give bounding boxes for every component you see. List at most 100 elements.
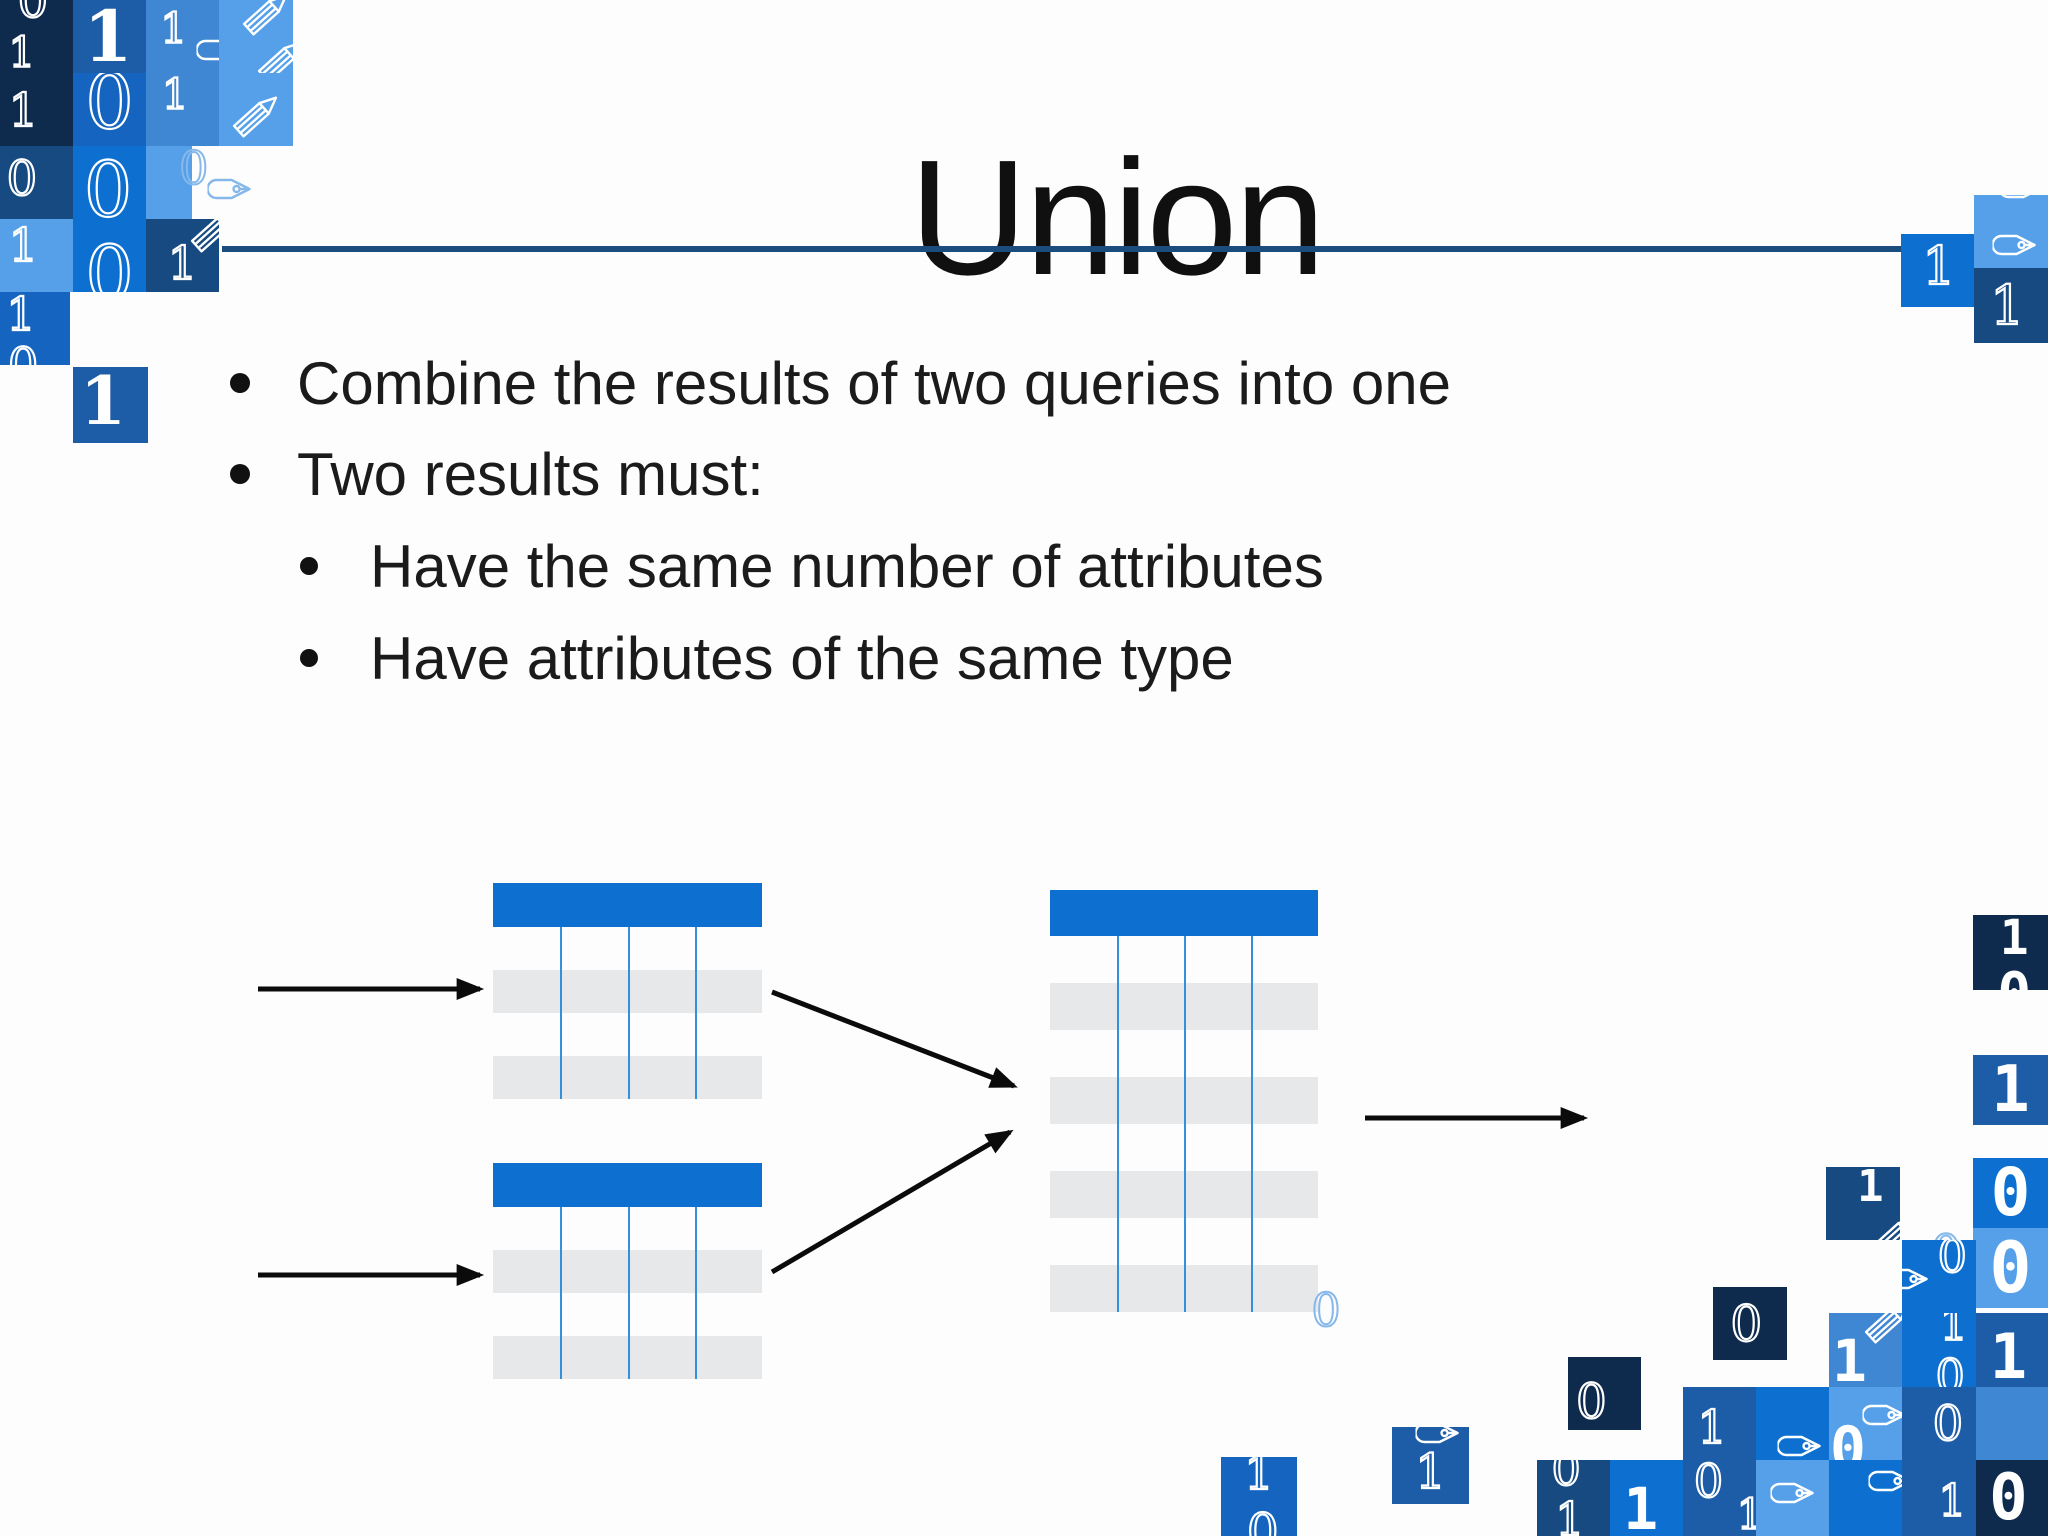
mosaic-tile: 0	[73, 219, 146, 292]
mosaic-tile: 1	[1826, 1167, 1900, 1240]
pencil-icon	[1845, 1313, 1902, 1354]
bullet-text: Combine the results of two queries into …	[297, 349, 1451, 417]
binary-digit: 1	[161, 73, 190, 119]
input-table-top	[493, 883, 762, 1099]
mosaic-tile: 1	[146, 0, 219, 73]
mosaic-tile: 1	[1683, 1387, 1756, 1460]
table-column-line	[560, 1207, 562, 1379]
binary-digit: 0	[6, 150, 39, 207]
pen-nib-icon	[1407, 1427, 1462, 1450]
binary-digit: 1	[1921, 236, 1956, 297]
mosaic-tile: 1	[146, 219, 219, 292]
bullet-text: Two results must:	[297, 440, 764, 508]
mosaic-tile	[219, 0, 293, 73]
pen-nib-icon	[1902, 1250, 1931, 1296]
binary-digit: 1	[8, 82, 40, 137]
bullet-item-1: Combine the results of two queries into …	[230, 345, 1451, 421]
binary-digit: 0	[1829, 1414, 1867, 1460]
arrow-top-to-result	[771, 989, 1018, 1089]
table-row	[493, 1250, 762, 1293]
mosaic-tile: 0	[1300, 1282, 1352, 1338]
pen-nib-icon	[188, 21, 219, 67]
binary-digit: 0	[178, 141, 209, 195]
mosaic-tile: 0	[1973, 1228, 2048, 1308]
table-row	[493, 1056, 762, 1099]
mosaic-tile: 1	[1902, 1460, 1976, 1536]
binary-digit: 0	[83, 146, 134, 219]
page-title: Union	[909, 125, 1325, 309]
binary-digit: 0	[1310, 1283, 1341, 1337]
binary-digit: 1	[1991, 1055, 2030, 1125]
mosaic-tile: 1	[146, 73, 219, 146]
binary-digit: 1	[1623, 1475, 1659, 1536]
arrow-bottom-to-result	[770, 1129, 1014, 1275]
mosaic-tile: 0	[1568, 1357, 1641, 1430]
pen-nib-icon	[1761, 1464, 1816, 1510]
binary-digit: 1	[1243, 1457, 1275, 1500]
binary-digit: 1	[80, 367, 126, 441]
bullet-icon	[300, 649, 318, 667]
binary-digit: 1	[1414, 1443, 1447, 1500]
binary-digit: 0	[84, 73, 135, 146]
mosaic-tile	[1829, 1460, 1902, 1536]
pen-nib-icon	[1860, 1460, 1902, 1498]
binary-digit: 1	[1696, 1400, 1728, 1455]
mosaic-tile: 1	[1974, 268, 2048, 343]
table-column-line	[1184, 936, 1186, 1312]
table-column-line	[628, 1207, 630, 1379]
binary-digit: 1	[1857, 1167, 1884, 1213]
binary-digit: 0	[1997, 965, 2031, 990]
binary-digit: 1	[83, 0, 133, 73]
title-divider-line	[222, 246, 1901, 252]
binary-digit: 0	[1937, 1240, 1969, 1284]
binary-digit: 1	[1554, 1492, 1586, 1536]
pen-nib-icon	[1854, 1387, 1902, 1432]
table-column-line	[695, 927, 697, 1099]
mosaic-tile: 0	[0, 146, 73, 219]
binary-digit: 1	[8, 219, 40, 272]
binary-digit: 0	[1729, 1294, 1763, 1353]
pencil-icon	[172, 219, 219, 263]
mosaic-tile: 10	[0, 292, 70, 365]
table-column-line	[1251, 936, 1253, 1312]
bullet-text: Have attributes of the same type	[370, 624, 1234, 692]
binary-digit: 0	[1932, 1395, 1965, 1452]
table-row	[493, 970, 762, 1013]
table-header-bar	[493, 883, 762, 927]
mosaic-tile: 0	[1829, 1387, 1902, 1460]
mosaic-tile: 1	[0, 219, 73, 292]
bullet-icon	[300, 557, 318, 575]
pen-nib-icon	[1991, 195, 2046, 205]
mosaic-tile: 1	[1610, 1460, 1683, 1536]
binary-digit: 1	[159, 4, 188, 54]
mosaic-tile	[146, 146, 192, 219]
binary-digit: 1	[1999, 915, 2029, 966]
mosaic-tile	[219, 73, 293, 146]
bullet-icon	[230, 464, 250, 484]
binary-digit: 0	[16, 0, 49, 30]
result-table	[1050, 890, 1318, 1312]
mosaic-tile: 0	[73, 73, 146, 146]
bullet-item-2-2: Have attributes of the same type	[300, 620, 1234, 696]
mosaic-tile: 0	[1713, 1287, 1787, 1360]
pencil-icon	[224, 0, 293, 46]
pen-nib-icon	[199, 160, 254, 206]
mosaic-tile: 10	[1973, 915, 2048, 990]
mosaic-tile	[1974, 195, 2048, 268]
table-column-line	[628, 927, 630, 1099]
binary-digit: 1	[1937, 1475, 1967, 1527]
binary-digit: 1	[1989, 1320, 2028, 1387]
table-column-line	[1117, 936, 1119, 1312]
mosaic-tile	[1976, 1387, 2048, 1460]
table-column-line	[560, 927, 562, 1099]
pen-nib-icon	[1769, 1417, 1824, 1460]
mosaic-tile: 1	[1829, 1313, 1902, 1387]
mosaic-tile: 1	[73, 0, 146, 73]
input-table-bottom	[493, 1163, 762, 1379]
bullet-item-2-1: Have the same number of attributes	[300, 528, 1324, 604]
